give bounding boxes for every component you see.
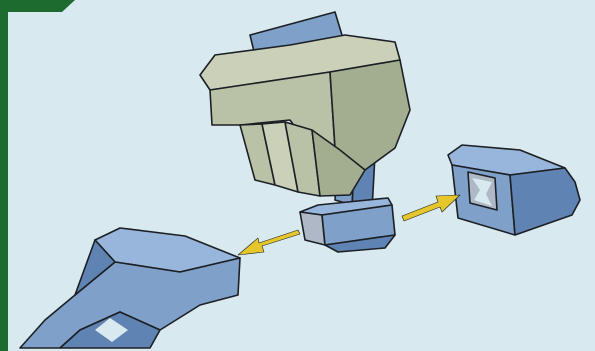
base-left-gray [299,211,326,246]
front-foot-notch [95,318,128,342]
front-foot-side [74,239,116,296]
arrow-to-rear-foot [401,194,461,222]
rear-foot-side [509,167,581,236]
foot-front-left [19,227,241,349]
body-pleat-4 [311,129,366,197]
rear-foot-socket-inner [472,178,492,206]
frame-left-bar [0,0,8,351]
upper-body-block [199,34,411,197]
foot-base-center [299,197,396,253]
frame-top-tab [0,0,75,12]
green-frame [0,0,75,351]
foot-rear-right [447,144,581,236]
base-bottom [324,234,396,253]
arrow-to-front-foot [237,229,301,256]
assembly-arrows [237,194,461,256]
